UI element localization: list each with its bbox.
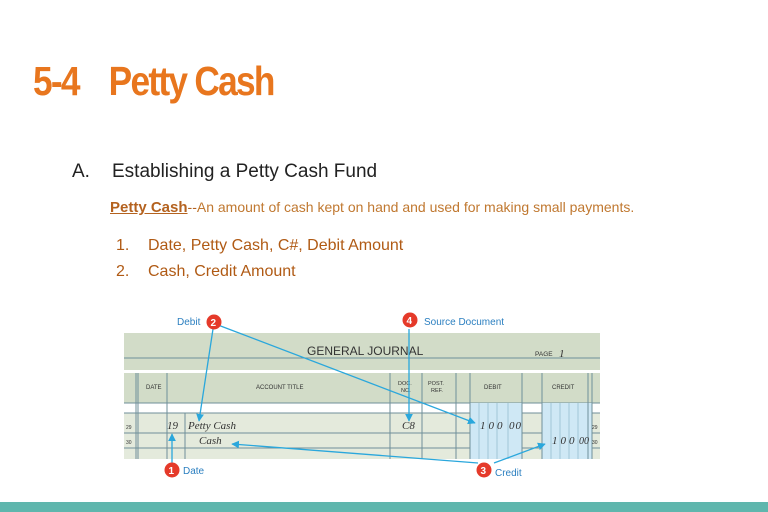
entry-credit-cents: 00 [579, 436, 589, 447]
journal-columns-band [124, 373, 600, 403]
callout-number-1: 1 [169, 466, 175, 477]
outline-heading: A. Establishing a Petty Cash Fund [72, 161, 377, 183]
slide-title: 5-4 Petty Cash [33, 58, 276, 105]
entry-day: 19 [167, 420, 179, 432]
outline-marker: A. [72, 161, 90, 182]
entry-debit-amount: 100 [480, 420, 506, 432]
footer-accent-bar [0, 502, 768, 512]
page-label: PAGE [535, 351, 553, 358]
entry-credit-amount: 100 [552, 435, 578, 447]
col-header-date: DATE [146, 385, 162, 391]
entry-account: Petty Cash [187, 420, 236, 432]
steps-list: 1. Date, Petty Cash, C#, Debit Amount 2. C… [116, 237, 403, 289]
page-number: 1 [559, 348, 565, 360]
definition-separator: -- [187, 199, 197, 215]
callout-number-2: 2 [211, 318, 217, 329]
entry-debit-cents: 00 [509, 420, 522, 432]
general-journal-figure: GENERAL JOURNAL PAGE 1 DATE ACCOUNT TITL… [124, 312, 600, 479]
line-number: 30 [126, 440, 132, 446]
step-number: 1. [116, 237, 130, 254]
arrow-credit-account [231, 440, 479, 464]
line-number-right: 29 [592, 425, 598, 431]
step-text: Date, Petty Cash, C#, Debit Amount [148, 237, 404, 254]
arrow-credit-amount [493, 442, 546, 464]
col-header-post-2: REF. [431, 388, 443, 394]
title-number: 5-4 [33, 58, 81, 104]
definition: Petty Cash--An amount of cash kept on ha… [110, 199, 634, 216]
arrow-debit-amount [217, 324, 476, 425]
entry-account: Cash [199, 435, 222, 447]
line-number: 29 [126, 425, 132, 431]
entry-doc: C8 [402, 420, 415, 432]
col-header-credit: CREDIT [552, 385, 575, 391]
callout-badge-1 [164, 462, 180, 478]
col-header-account-title: ACCOUNT TITLE [256, 385, 303, 391]
callout-number-3: 3 [481, 466, 487, 477]
journal-title: GENERAL JOURNAL [307, 344, 424, 358]
step-text: Cash, Credit Amount [148, 263, 296, 280]
definition-term: Petty Cash [110, 199, 188, 216]
callout-number-4: 4 [407, 316, 413, 327]
col-header-post-1: POST. [428, 381, 444, 387]
callout-badge-3 [476, 462, 492, 478]
list-item: 1. Date, Petty Cash, C#, Debit Amount [116, 237, 403, 263]
col-header-doc-2: NO. [401, 388, 411, 394]
line-number-right: 30 [592, 440, 598, 446]
col-header-debit: DEBIT [484, 385, 502, 391]
outline-heading-text: Establishing a Petty Cash Fund [112, 161, 378, 182]
callout-label-credit: Credit [495, 468, 522, 479]
callout-badge-4 [402, 312, 418, 328]
definition-text: An amount of cash kept on hand and used … [196, 199, 635, 215]
title-text: Petty Cash [108, 58, 276, 104]
callout-label-debit: Debit [177, 317, 201, 328]
callout-badge-2 [206, 314, 222, 330]
callout-label-source-document: Source Document [424, 317, 504, 328]
callout-label-date: Date [183, 466, 205, 477]
credit-column-highlight [542, 403, 592, 459]
journal-header-band [124, 333, 600, 370]
list-item: 2. Cash, Credit Amount [116, 263, 403, 289]
step-number: 2. [116, 263, 130, 280]
col-header-doc-1: DOC. [398, 381, 412, 387]
arrow-debit-account [196, 328, 214, 422]
